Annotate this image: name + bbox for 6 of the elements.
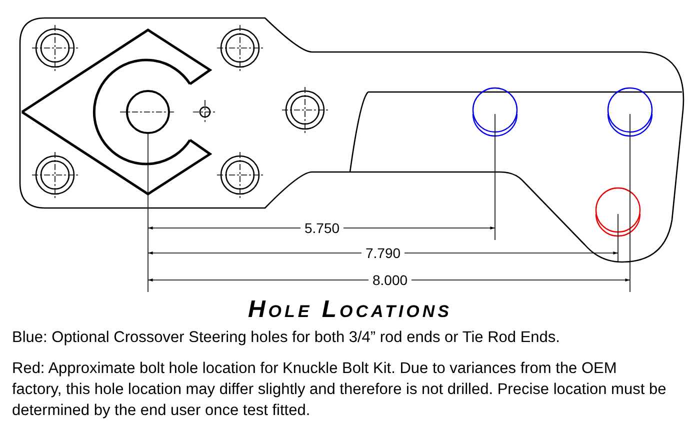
- note-text: Red: Approximate bolt hole location for Knuckle Bolt Kit. Due to variances from the OEM factory, this hole location may differ slightly and therefore is not drilled. Precise location must be determined by the end user once test fitted.: [12, 359, 667, 421]
- dimension-label: 8.000: [368, 272, 412, 288]
- dimension-label: 5.750: [300, 220, 344, 236]
- dimension-label: 7.790: [361, 245, 405, 261]
- note-text: Blue: Optional Crossover Steering holes for both 3/4” rod ends or Tie Rod Ends.: [12, 328, 561, 347]
- heading: Hole Locations: [246, 296, 454, 324]
